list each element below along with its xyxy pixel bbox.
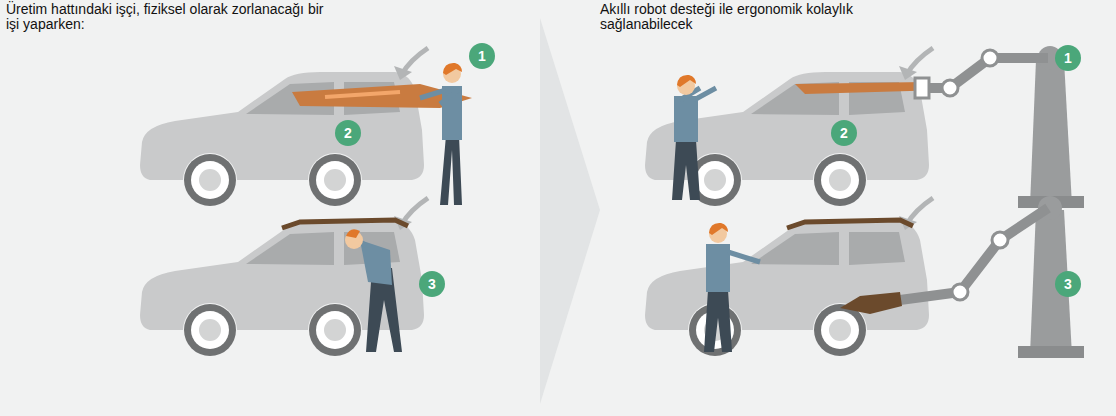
callout-number: 1 <box>1064 51 1072 65</box>
callout-circle: 3 <box>419 271 445 297</box>
panel-heading: Üretim hattındaki işçi, fiziksel olarak … <box>6 2 336 32</box>
pointer-arrow <box>899 48 933 80</box>
car <box>645 222 929 356</box>
roof-panel <box>787 220 913 228</box>
pointer-arrow <box>394 198 428 230</box>
robot-arm <box>915 46 1084 208</box>
callout-circle: 2 <box>335 120 361 146</box>
callout-circle: 3 <box>1055 271 1081 297</box>
worker <box>704 223 760 352</box>
callout-number: 1 <box>478 49 486 63</box>
callout-number: 3 <box>428 277 436 291</box>
callout-circle: 2 <box>831 120 857 146</box>
callout-number: 2 <box>344 126 352 140</box>
callout-circle: 1 <box>469 43 495 69</box>
car <box>645 72 929 206</box>
worker <box>345 229 402 352</box>
callout-number: 2 <box>840 126 848 140</box>
panel-heading: Akıllı robot desteği ile ergonomik kolay… <box>600 2 900 32</box>
car <box>140 222 424 356</box>
robot-arm <box>840 196 1084 358</box>
callout-circle: 1 <box>1055 45 1081 71</box>
transition-chevron <box>540 18 600 404</box>
worker <box>672 75 716 200</box>
pointer-arrow <box>899 198 933 230</box>
pointer-arrow <box>394 48 428 80</box>
roof-panel <box>282 220 408 228</box>
car <box>140 72 424 206</box>
callout-number: 3 <box>1064 277 1072 291</box>
worker <box>420 63 462 205</box>
